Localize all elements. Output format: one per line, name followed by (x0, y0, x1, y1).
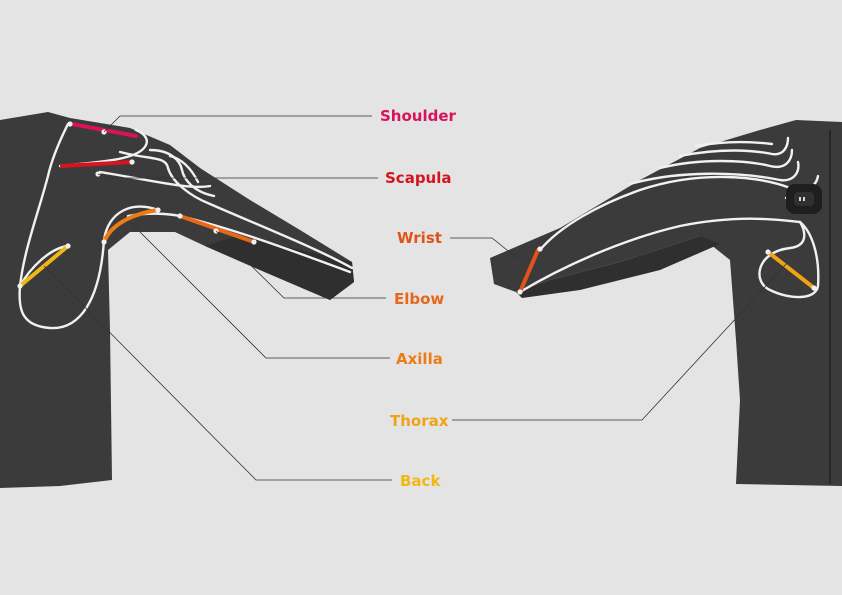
leader-thorax (452, 261, 789, 421)
label-elbow: Elbow (394, 290, 444, 308)
left-seam-arm-2 (118, 150, 354, 270)
left-node-10 (65, 243, 71, 249)
left-sensor-axilla (102, 208, 160, 244)
label-axilla: Axilla (396, 350, 443, 368)
right-node-2 (537, 246, 543, 252)
left-garment-body (0, 112, 354, 488)
leader-lines (43, 115, 789, 481)
right-node-3 (765, 249, 771, 255)
right-seam-sleeve-inner (518, 217, 802, 294)
left-seam-arm-1 (98, 170, 212, 189)
left-seam-shoulder-loop (18, 122, 160, 330)
leader-shoulder (103, 115, 372, 133)
right-sensor-thorax (766, 250, 816, 290)
left-seam-arm-4 (148, 148, 216, 198)
right-seam-chest-loop (758, 220, 820, 299)
label-scapula: Scapula (385, 169, 452, 187)
left-node-11 (17, 283, 23, 289)
leader-axilla (129, 221, 390, 359)
leader-scapula (97, 173, 378, 179)
right-garment-front-view (490, 120, 842, 486)
right-seam-sleeve-1 (628, 160, 800, 186)
left-node-5 (155, 207, 161, 213)
label-back: Back (400, 472, 441, 490)
left-node-7 (177, 213, 183, 219)
left-node-9 (251, 239, 257, 245)
left-sensor-scapula (60, 160, 134, 168)
right-sensor-wrist (518, 248, 540, 294)
right-node-4 (811, 285, 817, 291)
right-seam-sleeve-2 (658, 148, 794, 170)
left-garment-sleeve-underside (205, 235, 354, 300)
leader-wrist (450, 237, 523, 263)
left-node-6 (101, 239, 107, 245)
control-module-icon (786, 184, 822, 214)
label-shoulder: Shoulder (380, 107, 457, 125)
right-node-1 (517, 289, 523, 295)
right-seam-sleeve-4 (694, 140, 774, 148)
label-thorax: Thorax (390, 412, 449, 430)
part-labels: Shoulder Scapula Wrist Elbow Axilla Thor… (380, 107, 457, 490)
label-wrist: Wrist (397, 229, 442, 247)
right-garment-sleeve-underside (516, 236, 720, 298)
right-seam-sleeve-outer (538, 175, 792, 252)
left-node-1 (67, 121, 73, 127)
leader-back (43, 265, 392, 481)
left-node-3 (129, 159, 135, 165)
left-garment-back-view (0, 112, 354, 488)
leader-elbow (215, 230, 386, 299)
left-seam-arm-5 (168, 154, 200, 184)
right-garment-body (490, 120, 842, 486)
right-seam-sleeve-3 (678, 136, 790, 158)
